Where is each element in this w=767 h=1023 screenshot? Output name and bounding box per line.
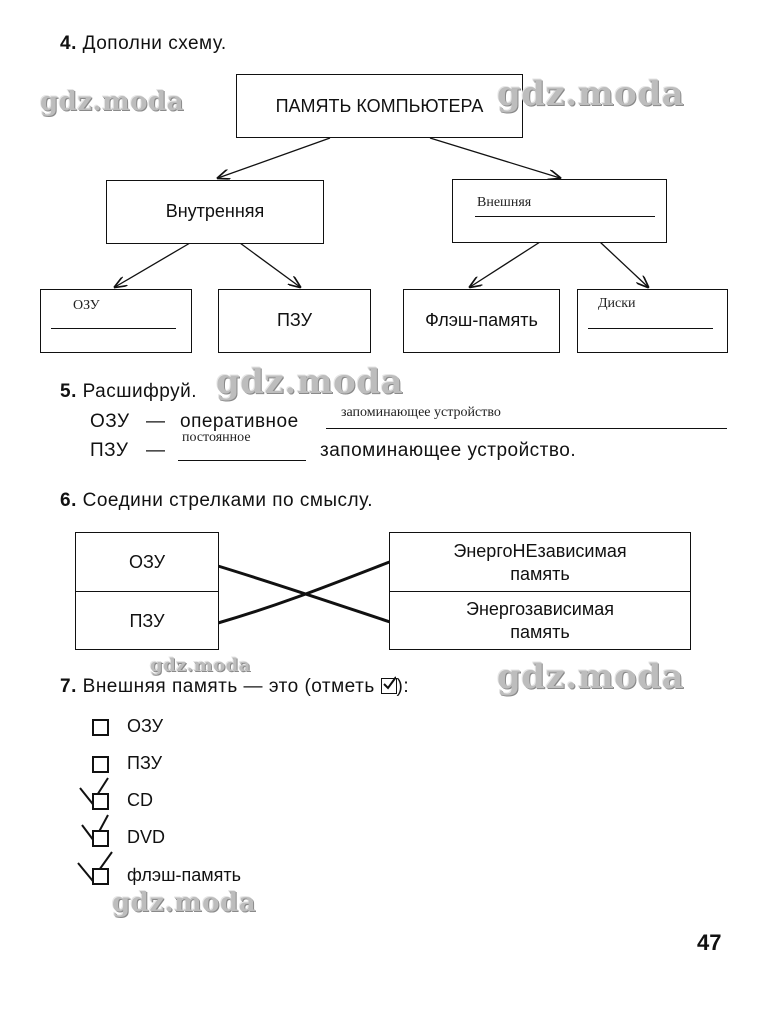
ozu-answer: ОЗУ [73, 298, 100, 313]
task5-title: Расшифруй. [82, 381, 197, 402]
flash-box: Флэш-память [403, 289, 560, 353]
checkbox-flash[interactable] [92, 868, 109, 885]
task4-number: 4. [60, 33, 77, 54]
task6-right-item-1: ЭнергоНЕзависимая память [390, 540, 690, 586]
task6-right-divider [390, 591, 690, 592]
task6-right-2-line2: память [510, 622, 570, 642]
ozu-answer-line [51, 328, 176, 329]
task7-title-before: Внешняя память — это (отметь [82, 676, 375, 697]
task5-line2-tail: запоминающее устройство. [320, 440, 577, 461]
watermark-4: gdz.moda [150, 655, 251, 676]
task6-number: 6. [60, 490, 77, 511]
task7-number: 7. [60, 676, 77, 697]
task6-left-table: ОЗУ ПЗУ [75, 532, 219, 650]
pzu-box: ПЗУ [218, 289, 371, 353]
watermark-6: gdz.moda [112, 888, 257, 918]
task6-left-ozu: ОЗУ [128, 552, 166, 572]
arrow-external-to-disks [599, 241, 648, 287]
task5-line1-underline [326, 428, 727, 429]
task6-left-divider [76, 591, 218, 592]
checkbox-checked-icon [380, 676, 397, 694]
disks-answer: Диски [598, 296, 636, 311]
disks-box: Диски [577, 289, 728, 353]
task6-title: Соедини стрелками по смыслу. [82, 490, 374, 511]
external-answer-line [475, 216, 655, 217]
task6-right-1-line1: ЭнергоНЕзависимая [453, 541, 627, 561]
root-box: ПАМЯТЬ КОМПЬЮТЕРА [236, 74, 523, 138]
checkbox-dvd[interactable] [92, 830, 109, 847]
task5-line2-abbr: ПЗУ [90, 440, 129, 461]
task5-line1-abbr: ОЗУ [90, 411, 130, 432]
checkbox-ozu[interactable] [92, 719, 109, 736]
task5-number: 5. [60, 381, 77, 402]
ozu-box: ОЗУ [40, 289, 192, 353]
disks-answer-line [588, 328, 713, 329]
option-ozu-label: ОЗУ [127, 716, 164, 736]
option-dvd-label: DVD [127, 827, 166, 847]
arrow-external-to-flash [470, 241, 541, 287]
arrow-internal-to-ozu [115, 242, 191, 287]
external-box: Внешняя [452, 179, 667, 243]
task4-title: Дополни схему. [82, 33, 227, 54]
internal-label: Внутренняя [165, 201, 265, 221]
task7-heading: 7. Внешняя память — это (отметь ): [60, 676, 409, 698]
root-label: ПАМЯТЬ КОМПЬЮТЕРА [275, 96, 484, 116]
task5-line2-answer: постоянное [182, 430, 251, 445]
task6-right-1-line2: память [510, 564, 570, 584]
option-pzu-label: ПЗУ [127, 753, 163, 773]
arrow-root-to-external [429, 137, 560, 178]
task5-line1-answer: запоминающее устройство [341, 405, 501, 420]
watermark-3: gdz.moda [216, 362, 404, 402]
checkbox-cd[interactable] [92, 793, 109, 810]
checkbox-pzu[interactable] [92, 756, 109, 773]
task6-right-item-2: Энергозависимая память [390, 598, 690, 644]
task5-line1-dash: — [146, 411, 166, 432]
task6-left-pzu: ПЗУ [129, 611, 165, 631]
pzu-label: ПЗУ [276, 310, 313, 330]
task6-right-2-line1: Энергозависимая [466, 599, 614, 619]
task5-line1-word: оперативное [180, 411, 299, 432]
watermark-1: gdz.moda [40, 87, 185, 117]
arrow-internal-to-pzu [239, 242, 300, 287]
watermark-5: gdz.moda [497, 657, 685, 697]
task5-line2-dash: — [146, 440, 166, 461]
connect-pzu-to-volatile [217, 559, 393, 625]
flash-label: Флэш-память [425, 310, 538, 330]
task6-right-table: ЭнергоНЕзависимая память Энергозависимая… [389, 532, 691, 650]
watermark-2: gdz.moda [497, 74, 685, 114]
page-number: 47 [697, 930, 722, 955]
task6-heading: 6. Соедини стрелками по смыслу. [60, 490, 373, 512]
internal-box: Внутренняя [106, 180, 324, 244]
task7-title-after: ): [396, 676, 410, 697]
arrow-root-to-internal [218, 137, 331, 178]
task5-line2-underline [178, 460, 306, 461]
task5-heading: 5. Расшифруй. [60, 381, 197, 403]
option-flash-label: флэш-память [127, 865, 242, 885]
external-answer: Внешняя [477, 195, 532, 210]
option-cd-label: CD [127, 790, 153, 810]
task4-heading: 4. Дополни схему. [60, 33, 227, 55]
